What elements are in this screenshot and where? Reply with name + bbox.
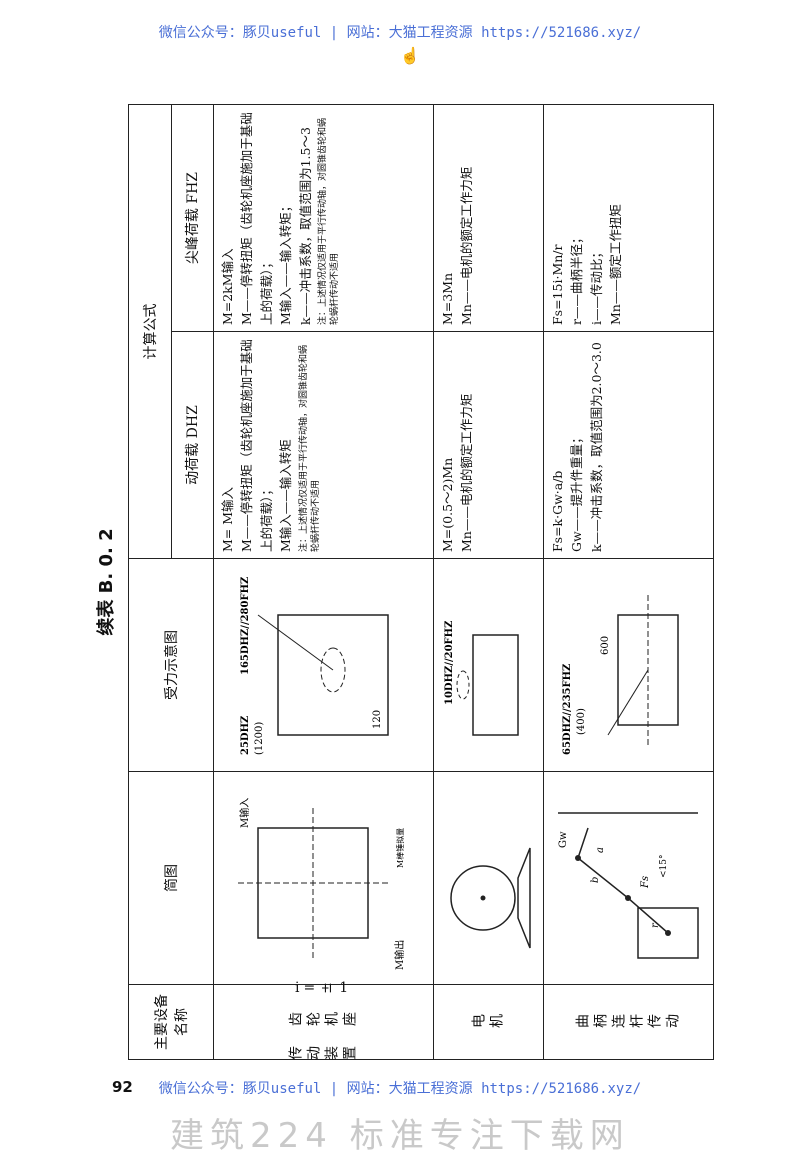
row3-dhz-line-1: Gw——提升件重量； bbox=[569, 431, 585, 552]
gear-base-force-diagram: 25DHZ (1200) 165DHZ//280FHZ 120 bbox=[240, 577, 389, 755]
fs-label: Fs bbox=[640, 876, 651, 889]
row1-dhz-line-2: M输入——输入转矩 bbox=[278, 439, 294, 552]
header-dhz: 动荷载 DHZ bbox=[171, 331, 214, 559]
watermark-bottom: 微信公众号：豚贝useful | 网站：大猫工程资源 https://52168… bbox=[158, 1081, 642, 1097]
hand-cursor-icon: ☝ bbox=[400, 46, 420, 65]
m-mech-label: M棒锤拟量 bbox=[395, 828, 405, 868]
row1-fhz-line-3: k——冲击系数，取值范围为1.5～3 bbox=[297, 127, 313, 325]
row3-fhz-line-0: Fs=15i·Mn/r bbox=[550, 244, 565, 325]
row2-name: 电机 bbox=[470, 1014, 507, 1030]
rotated-table-page: 续表 B. 0. 2 主要设备名称 简图 受力示意图 计算公式 动荷载 DHZ … bbox=[96, 104, 714, 1062]
row1-fhz-note: 注：上述情况仅适用于平行传动轴，对圆锥齿轮和蜗轮蜗杆传动不适用 bbox=[317, 117, 341, 325]
motor-sketch bbox=[450, 847, 531, 949]
crank-force-label-c: 600 bbox=[600, 636, 611, 655]
force-label-d: 120 bbox=[372, 710, 383, 729]
row2-sketch bbox=[433, 771, 544, 985]
r-label: r bbox=[650, 922, 661, 928]
a-label: a bbox=[595, 847, 606, 853]
row3-fhz: Fs=15i·Mn/r r——曲柄半径； i——传动比； Mn——额定工作扭矩 bbox=[543, 104, 714, 332]
row1-sub: i=±1 bbox=[294, 980, 353, 996]
row2-dhz-line-0: M=(0.5～2)Mn bbox=[440, 457, 455, 552]
page-number: 92 bbox=[112, 1078, 133, 1096]
header-fhz: 尖峰荷载 FHZ bbox=[171, 104, 214, 332]
motor-force-label: 10DHZ//20FHZ bbox=[444, 621, 455, 705]
crank-force-diagram: 65DHZ//235FHZ (400) 600 bbox=[562, 595, 679, 755]
gear-base-sketch: M输入 M输出 M棒锤拟量 bbox=[238, 798, 406, 970]
row3-name-cell: 曲柄连杆传动 bbox=[543, 984, 714, 1060]
watermark-top: 微信公众号：豚贝useful | 网站：大猫工程资源 https://52168… bbox=[158, 25, 642, 41]
row1-force: 25DHZ (1200) 165DHZ//280FHZ 120 bbox=[213, 558, 434, 772]
row2-name-cell: 电机 bbox=[433, 984, 544, 1060]
row3-dhz-line-0: Fs=k·Gw·a/b bbox=[550, 470, 565, 552]
m-in-label: M输入 bbox=[238, 798, 251, 828]
row1-fhz-line-1: M——停转扭矩（齿轮机座施加于基础上的荷载）； bbox=[239, 112, 274, 325]
row1-dhz-line-0: M= M输入 bbox=[220, 486, 235, 552]
row1-sketch: M输入 M输出 M棒锤拟量 bbox=[213, 771, 434, 985]
header-sketch: 简图 bbox=[128, 771, 214, 985]
header-name: 主要设备名称 bbox=[128, 984, 214, 1060]
row3-fhz-line-3: Mn——额定工作扭矩 bbox=[608, 204, 624, 325]
row1-dhz-note: 注：上述情况仅适用于平行传动轴，对圆锥齿轮和蜗轮蜗杆传动不适用 bbox=[298, 344, 322, 552]
row3-force: 65DHZ//235FHZ (400) 600 bbox=[543, 558, 714, 772]
header-calc: 计算公式 bbox=[128, 104, 171, 559]
row3-fhz-line-1: r——曲柄半径； bbox=[569, 231, 585, 325]
row3-dhz-line-2: k——冲击系数，取值范围为2.0～3.0 bbox=[588, 342, 604, 552]
row1-dhz-line-1: M——停转扭矩（齿轮机座施加于基础上的荷载）； bbox=[239, 339, 274, 552]
force-label-c: 165DHZ//280FHZ bbox=[240, 577, 251, 675]
m-out-label: M输出 bbox=[393, 940, 406, 970]
row1-fhz: M=2kM输入 M——停转扭矩（齿轮机座施加于基础上的荷载）； M输入——输入转… bbox=[213, 104, 434, 332]
angle-label: <15° bbox=[659, 855, 669, 879]
row3-fhz-line-2: i——传动比； bbox=[588, 246, 604, 325]
crank-sketch: Gw a b Fs r <15° bbox=[558, 812, 699, 959]
spec-table: 主要设备名称 简图 受力示意图 计算公式 动荷载 DHZ 尖峰荷载 FHZ 传动… bbox=[128, 104, 714, 1062]
row1-group: 传动装置 bbox=[287, 1046, 360, 1062]
motor-force-diagram: 10DHZ//20FHZ bbox=[444, 621, 519, 736]
gw-label: Gw bbox=[558, 831, 569, 848]
force-label-a: 25DHZ bbox=[240, 716, 251, 755]
row2-dhz-line-1: Mn——电机的额定工作力矩 bbox=[459, 393, 475, 552]
b-label: b bbox=[590, 877, 601, 883]
row3-name: 曲柄连杆传动 bbox=[574, 1014, 683, 1030]
crank-force-label-a: 65DHZ//235FHZ bbox=[562, 664, 573, 755]
table-title: 续表 B. 0. 2 bbox=[96, 528, 117, 636]
row2-dhz: M=(0.5～2)Mn Mn——电机的额定工作力矩 bbox=[433, 331, 544, 559]
row2-fhz: M=3Mn Mn——电机的额定工作力矩 bbox=[433, 104, 544, 332]
header-force: 受力示意图 bbox=[128, 558, 214, 772]
row1-fhz-line-2: M输入——输入转矩； bbox=[278, 199, 294, 325]
row2-fhz-line-0: M=3Mn bbox=[440, 272, 455, 325]
row2-force: 10DHZ//20FHZ bbox=[433, 558, 544, 772]
row1-name-cell: 传动装置 齿轮机座 i=±1 bbox=[213, 980, 434, 1062]
row3-dhz: Fs=k·Gw·a/b Gw——提升件重量； k——冲击系数，取值范围为2.0～… bbox=[543, 331, 714, 559]
row1-fhz-line-0: M=2kM输入 bbox=[220, 248, 235, 325]
force-label-b: (1200) bbox=[254, 722, 265, 755]
crank-force-label-b: (400) bbox=[576, 708, 587, 735]
row2-fhz-line-1: Mn——电机的额定工作力矩 bbox=[459, 166, 475, 325]
row1-name: 齿轮机座 bbox=[287, 1012, 360, 1028]
row1-dhz: M= M输入 M——停转扭矩（齿轮机座施加于基础上的荷载）； M输入——输入转矩… bbox=[213, 331, 434, 559]
bottom-ghost-text: 建筑224 标准专注下载网 bbox=[170, 1116, 630, 1156]
row3-sketch: Gw a b Fs r <15° bbox=[543, 771, 714, 985]
